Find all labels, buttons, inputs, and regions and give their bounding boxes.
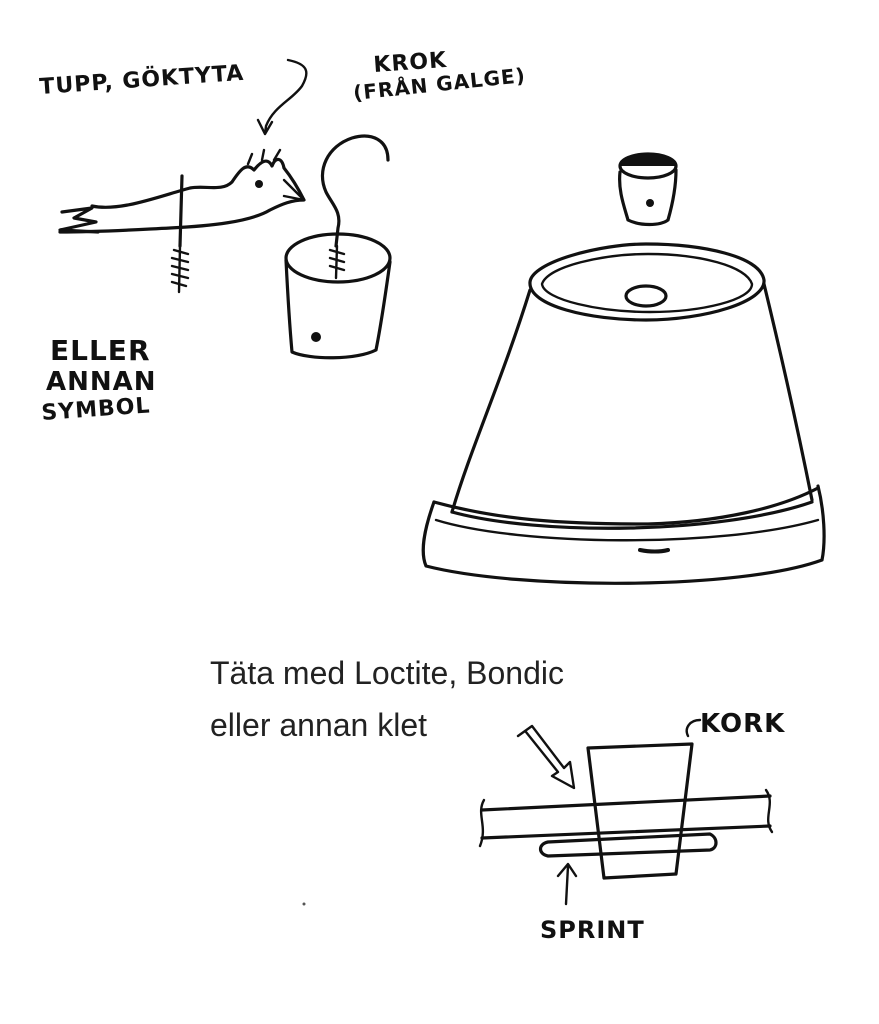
cork-cup-figure [618,152,678,227]
hook-figure [320,134,390,280]
small-cup-figure [284,232,392,360]
rooster-figure [58,148,306,294]
pin-label: SPRINT [540,916,645,944]
alt-symbol-label-line1: ELLER [50,334,151,367]
flower-pot-figure [421,242,826,585]
hook-label-line1: KROK [373,48,448,78]
alt-symbol-label-line2: ANNAN [46,367,157,397]
cork-label: KORK [700,709,785,739]
cork-section-figure [478,718,774,906]
rooster-label-arrow [256,58,308,136]
alt-symbol-label-line3: SYMBOL [41,393,152,426]
sealing-caption-line1: Täta med Loctite, Bondic [210,655,564,691]
sealing-caption-line2: eller annan klet [210,707,427,743]
rooster-label: TUPP, GÖKTYTA [39,60,245,100]
